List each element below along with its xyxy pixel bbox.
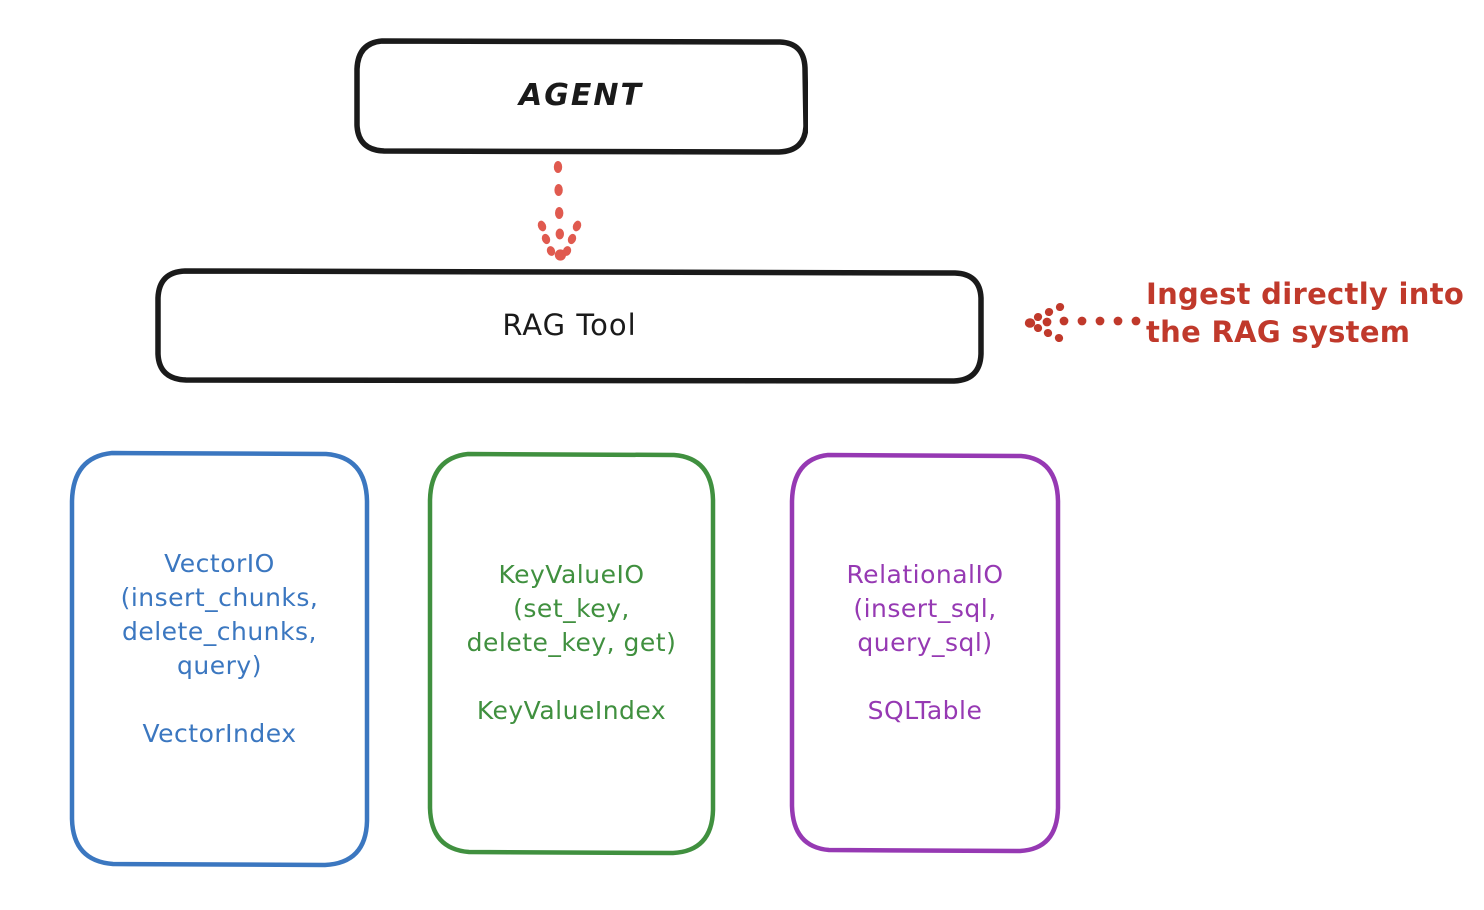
key-value-io-index-label: KeyValueIndex bbox=[476, 696, 667, 725]
node-relational-io[interactable]: RelationalIO (insert_sql, query_sql) SQL… bbox=[788, 451, 1062, 856]
relational-io-index-label: SQLTable bbox=[867, 695, 983, 725]
key-value-io-api-label: KeyValueIO (set_key, delete_key, get) bbox=[466, 560, 677, 657]
node-agent[interactable]: AGENT bbox=[354, 38, 808, 155]
ingest-annotation-arrow-icon bbox=[1024, 302, 1141, 343]
agent-label: AGENT bbox=[519, 78, 643, 114]
vector-io-index-label: VectorIndex bbox=[142, 718, 297, 748]
node-vector-io[interactable]: VectorIO (insert_chunks, delete_chunks, … bbox=[68, 449, 371, 870]
key-value-io-content: KeyValueIO (set_key, delete_key, get) Ke… bbox=[426, 450, 717, 858]
connector-agent-to-rag-tool-icon bbox=[537, 161, 582, 261]
vector-io-content: VectorIO (insert_chunks, delete_chunks, … bbox=[68, 449, 371, 870]
ingest-annotation-label: Ingest directly into the RAG system bbox=[1146, 277, 1465, 349]
node-rag-tool[interactable]: RAG Tool bbox=[155, 268, 984, 384]
rag-tool-label: RAG Tool bbox=[502, 308, 637, 343]
vector-io-api-label: VectorIO (insert_chunks, delete_chunks, … bbox=[120, 548, 319, 680]
relational-io-api-label: RelationalIO (insert_sql, query_sql) bbox=[846, 559, 1004, 657]
relational-io-content: RelationalIO (insert_sql, query_sql) SQL… bbox=[788, 451, 1062, 856]
node-key-value-io[interactable]: KeyValueIO (set_key, delete_key, get) Ke… bbox=[426, 450, 717, 858]
